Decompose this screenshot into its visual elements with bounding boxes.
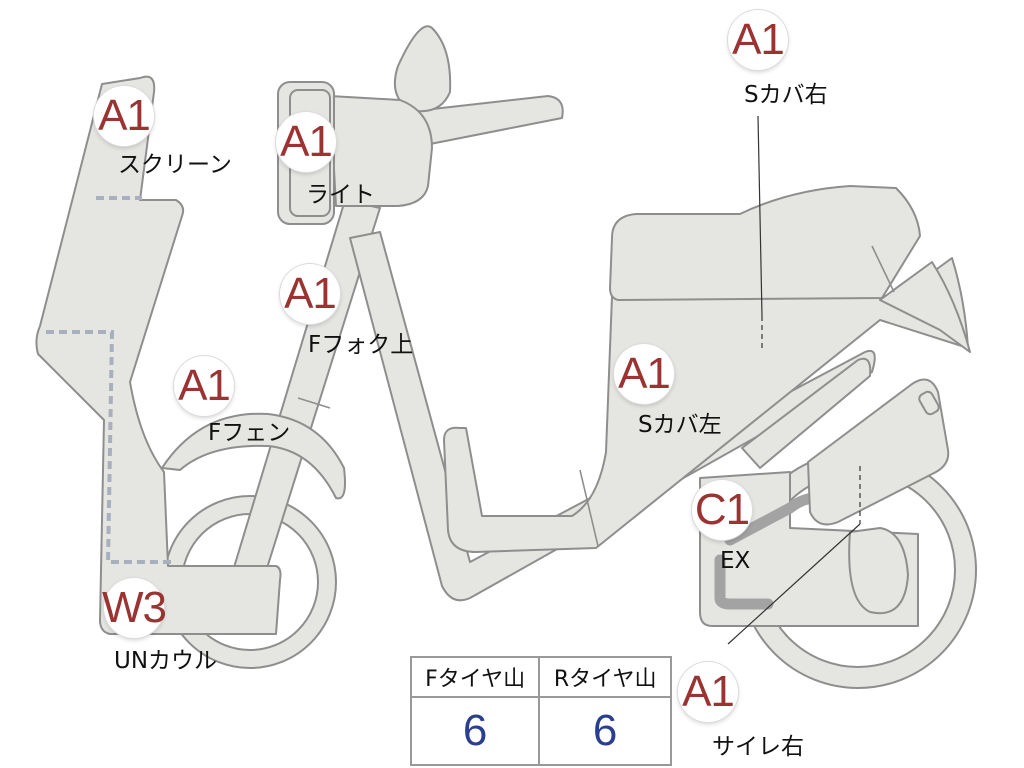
engine-case xyxy=(699,471,919,627)
rear-tire-value: 6 xyxy=(538,696,672,766)
label-seat-cover-left: Sカバ左 xyxy=(638,412,722,438)
label-seat-cover-right: Sカバ右 xyxy=(744,82,828,108)
label-fork-upper: Fフォク上 xyxy=(308,332,414,358)
code-badge-seat-cover-right: A1 xyxy=(728,10,788,70)
seat xyxy=(609,185,921,301)
tire-table-value-row: 6 6 xyxy=(409,696,672,766)
leader-seat-right xyxy=(757,115,763,317)
code-badge-exhaust: C1 xyxy=(692,480,752,540)
frame-tube xyxy=(349,231,876,602)
front-tire-header: Fタイヤ山 xyxy=(409,656,541,698)
code-badge-screen: A1 xyxy=(94,86,154,146)
step-bar xyxy=(741,357,872,469)
rear-tire-header: Rタイヤ山 xyxy=(538,656,672,698)
front-cowl xyxy=(35,75,282,635)
zone-marker-upper xyxy=(46,330,172,564)
label-light: ライト xyxy=(306,182,375,208)
label-front-fender: Fフェン xyxy=(208,420,291,446)
label-silencer-right: サイレ右 xyxy=(712,734,804,760)
code-badge-front-fender: A1 xyxy=(174,356,234,416)
tire-tread-table: Fタイヤ山 Rタイヤ山 6 6 xyxy=(409,656,672,766)
code-badge-silencer-right: A1 xyxy=(678,662,738,722)
front-tire-value: 6 xyxy=(409,696,541,766)
label-exhaust: EX xyxy=(720,548,751,574)
code-badge-seat-cover-left: A1 xyxy=(614,344,674,404)
muffler xyxy=(807,378,950,526)
front-fender xyxy=(161,412,346,500)
code-badge-fork-upper: A1 xyxy=(280,264,340,324)
code-badge-light: A1 xyxy=(276,112,336,172)
tire-table-header-row: Fタイヤ山 Rタイヤ山 xyxy=(409,656,672,698)
label-under-cowl: UNカウル xyxy=(114,648,218,674)
handlebar xyxy=(394,25,564,147)
code-badge-under-cowl: W3 xyxy=(102,578,167,638)
label-screen: スクリーン xyxy=(118,152,232,178)
tail-cowl xyxy=(879,261,971,353)
side-cover xyxy=(443,257,969,553)
